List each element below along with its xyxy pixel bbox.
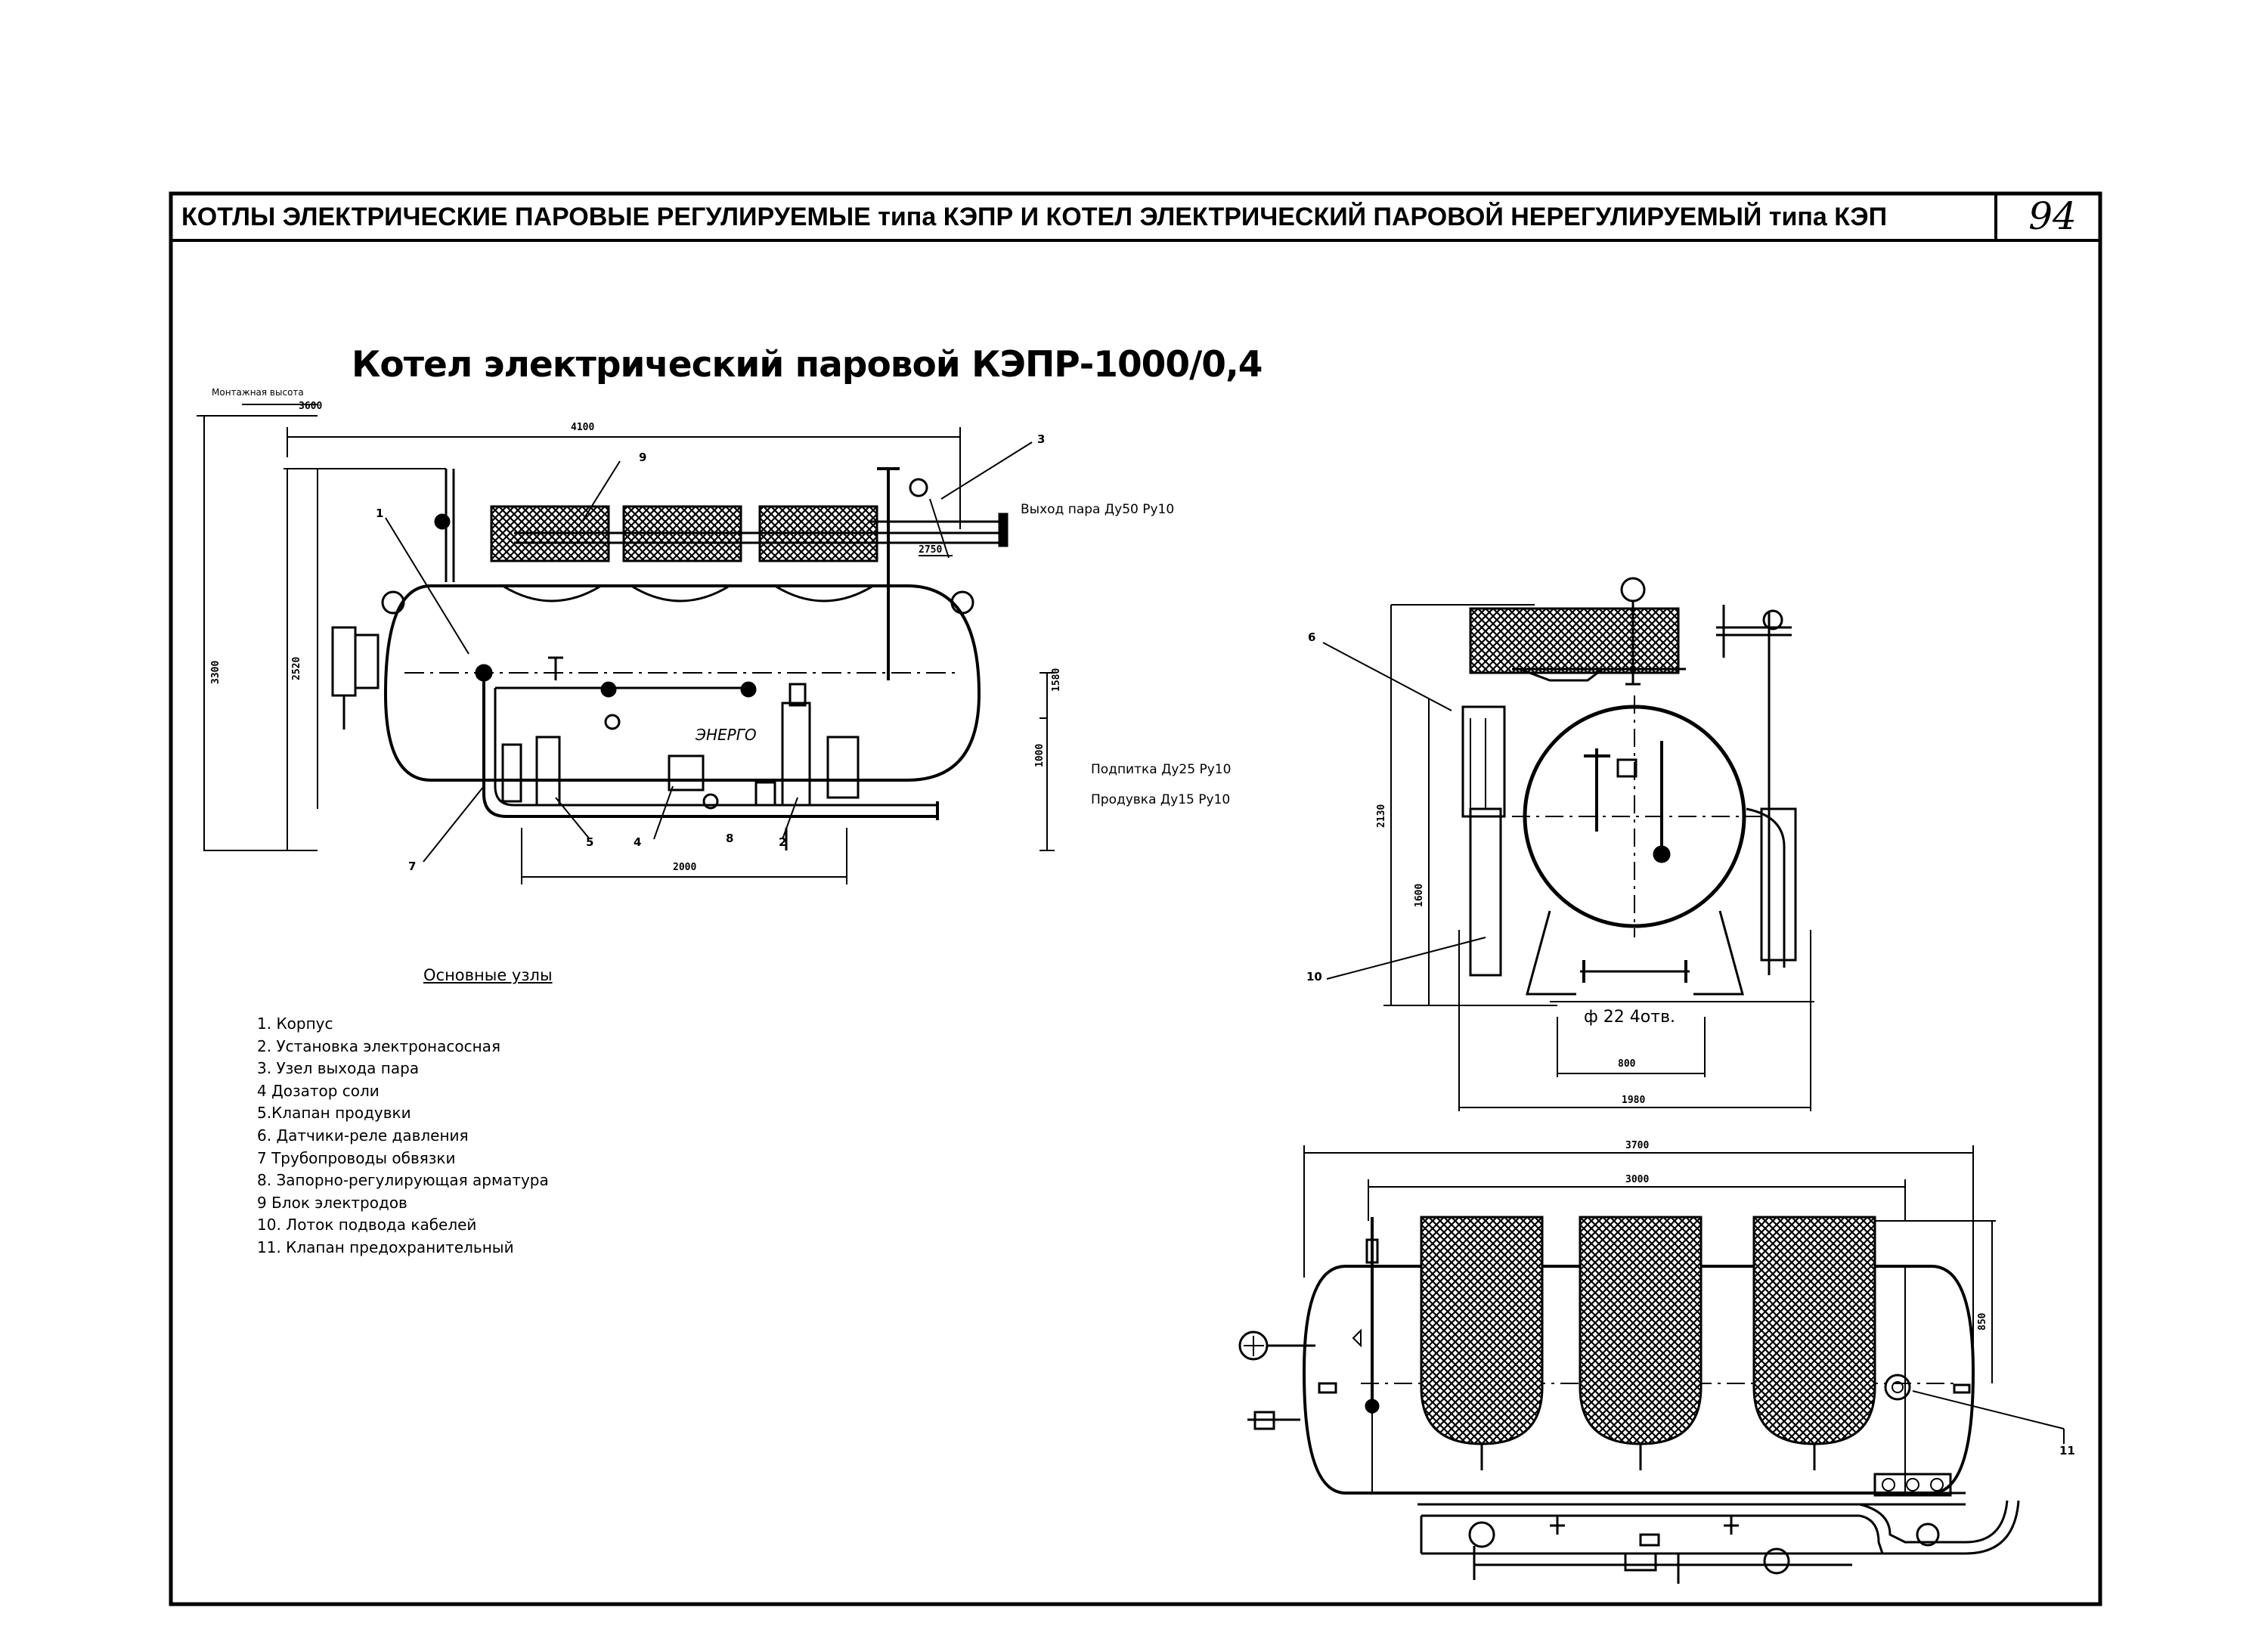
- blowdown-callout: Продувка Ду15 Ру10: [1091, 792, 1231, 807]
- item-number-11: 11: [2059, 1444, 2075, 1457]
- item-number-6: 6: [1308, 630, 1316, 644]
- dim-base-inner: 800: [1618, 1058, 1636, 1070]
- item-number-10: 10: [1306, 970, 1322, 984]
- hole-note: ф 22 4отв.: [1584, 1008, 1676, 1027]
- item-number-1: 1: [376, 506, 384, 520]
- legend-title: Основные узлы: [423, 966, 553, 984]
- item-number-7: 7: [408, 860, 417, 873]
- steam-outlet-callout: Выход пара Ду50 Ру10: [1021, 502, 1175, 517]
- side-view: [197, 404, 1055, 884]
- dim-height-center: 1600: [1414, 883, 1425, 907]
- frame: [169, 191, 2102, 1606]
- dim-bottom: 2000: [673, 862, 697, 873]
- legend-item: 2. Установка электронасосная: [257, 1036, 500, 1055]
- dim-height-inner: 2520: [291, 656, 302, 680]
- dim-top-inner-length: 3000: [1625, 1174, 1650, 1185]
- item-number-3: 3: [1037, 432, 1046, 446]
- mounting-height-label: Монтажная высота: [212, 387, 304, 398]
- item-number-2: 2: [779, 835, 787, 849]
- drawing-title: Котел электрический паровой КЭПР-1000/0,…: [352, 344, 1263, 386]
- dim-base-outer: 1980: [1622, 1095, 1646, 1106]
- item-number-8: 8: [726, 832, 734, 845]
- end-view: [1322, 577, 1814, 1111]
- sheet-header-title: КОТЛЫ ЭЛЕКТРИЧЕСКИЕ ПАРОВЫЕ РЕГУЛИРУЕМЫЕ…: [181, 203, 1888, 231]
- legend-list: 1. Корпус 2. Установка электронасосная 3…: [257, 1013, 549, 1259]
- item-number-9: 9: [639, 451, 647, 464]
- legend-item: 3. Узел выхода пара: [257, 1059, 420, 1078]
- dim-right-upper: 1580: [1051, 668, 1062, 692]
- legend-item: 8. Запорно-регулирующая арматура: [257, 1171, 549, 1190]
- legend-item: 5.Клапан продувки: [257, 1104, 411, 1123]
- legend-item: 4 Дозатор соли: [257, 1081, 380, 1100]
- legend-item: 7 Трубопроводы обвязки: [257, 1148, 456, 1167]
- dim-right-lower: 1000: [1034, 743, 1046, 767]
- item-number-5: 5: [586, 835, 594, 849]
- top-view: [1238, 1145, 2065, 1584]
- legend-item: 6. Датчики-реле давления: [257, 1126, 469, 1145]
- feed-callout: Подпитка Ду25 Ру10: [1091, 762, 1232, 777]
- dim-overall-length: 4100: [571, 422, 595, 433]
- dim-flange: 2750: [919, 544, 943, 556]
- legend-item: 9 Блок электродов: [257, 1193, 407, 1212]
- legend-item: 1. Корпус: [257, 1015, 333, 1033]
- dim-height-outer: 3300: [210, 660, 222, 684]
- mounting-height-value: 3600: [299, 401, 323, 412]
- legend-item: 11. Клапан предохранительный: [257, 1238, 514, 1256]
- dim-top-overall-length: 3700: [1625, 1140, 1650, 1151]
- legend-item: 10. Лоток подвода кабелей: [257, 1216, 477, 1234]
- item-number-4: 4: [634, 835, 642, 849]
- dim-top-height: 850: [1977, 1312, 1988, 1330]
- page-number: 94: [2028, 194, 2077, 238]
- dim-height-total: 2130: [1376, 804, 1387, 828]
- tank-inscription: ЭНЕРГО: [696, 726, 757, 744]
